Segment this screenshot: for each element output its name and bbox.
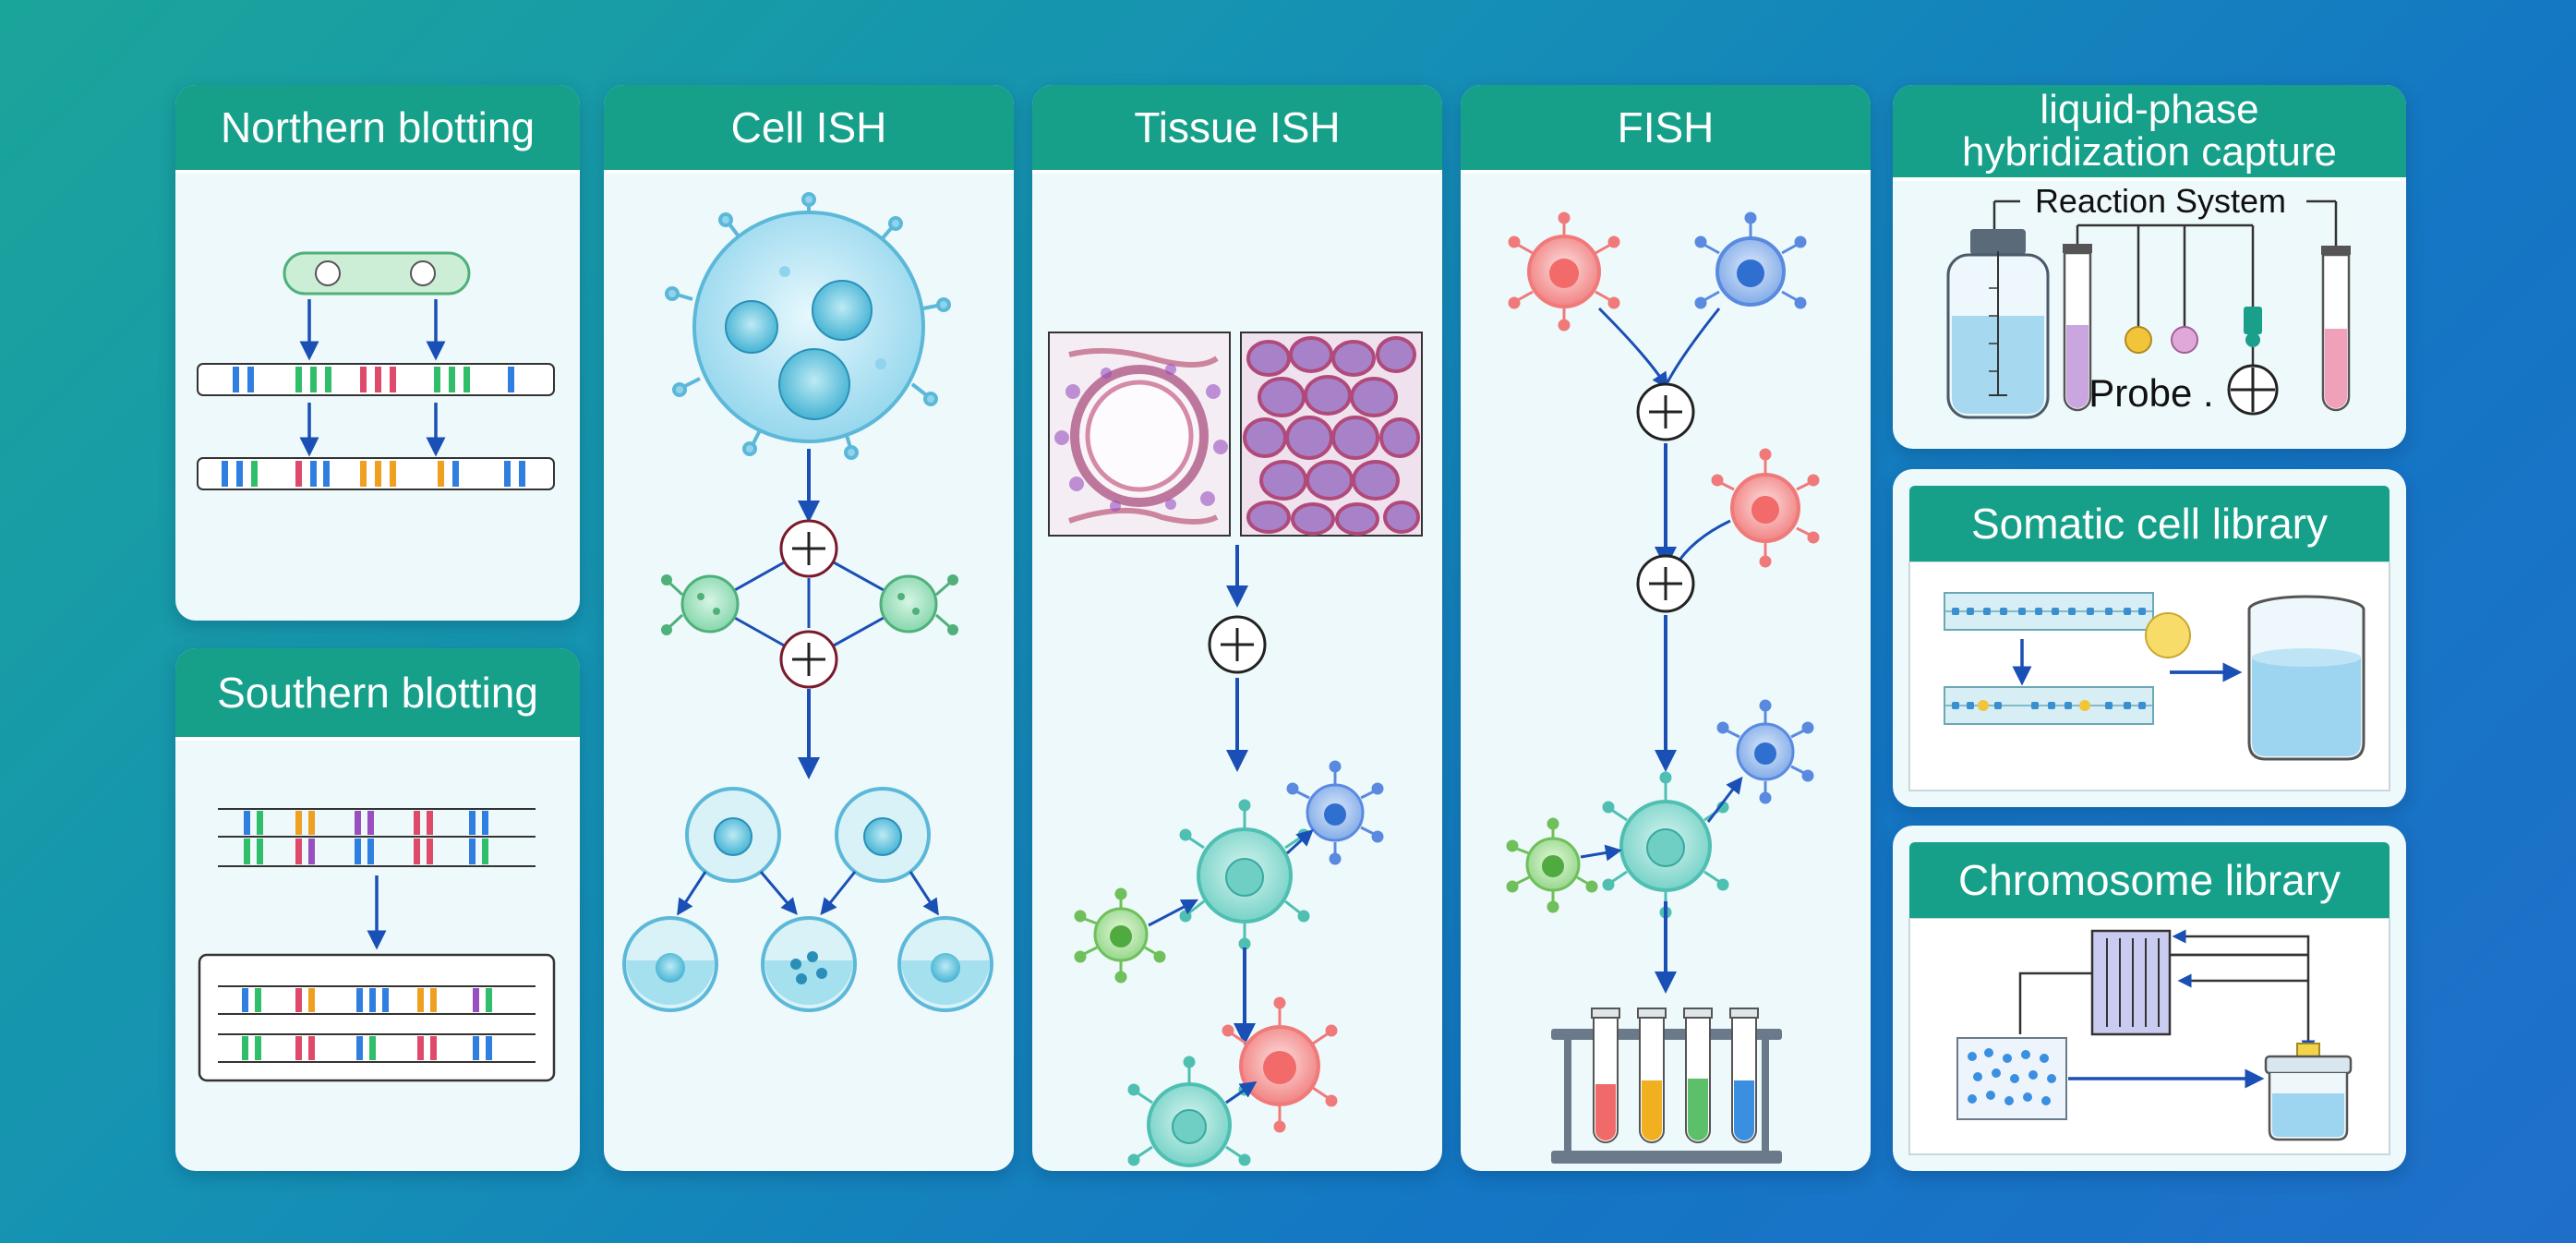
bands-strip-1 — [233, 367, 514, 392]
probe-label: Probe . — [2088, 371, 2213, 415]
chromosome-grid — [2090, 929, 2172, 1036]
flow-arrow — [2018, 971, 2092, 1034]
test-tube — [2321, 246, 2351, 412]
strip-bottom — [1944, 686, 2154, 725]
probe-binding-cluster — [1506, 699, 1814, 919]
tissue-ish-panel: Tissue ISH — [1032, 85, 1442, 1171]
reagent-bottle — [1946, 229, 2050, 419]
liquid-phase-title-line2: hybridization capture — [1961, 129, 2337, 175]
sample-jar — [2264, 1043, 2353, 1141]
tissue-section-image-right — [1240, 332, 1423, 537]
merge-arrow — [1666, 308, 1721, 383]
chromosome-library-diagram — [1908, 918, 2390, 1155]
dot-grid-box — [1956, 1037, 2067, 1120]
southern-blotting-title: Southern blotting — [217, 669, 538, 717]
liquid-phase-header: liquid-phase hybridization capture — [1893, 85, 2406, 181]
red-probe-top — [1508, 211, 1620, 332]
dna-lanes-top — [218, 808, 536, 867]
somatic-cell-library-title: Somatic cell library — [1971, 500, 2328, 548]
cell-division-tree — [622, 787, 993, 1012]
somatic-cell-library-header: Somatic cell library — [1909, 486, 2389, 565]
northern-blotting-panel: Northern blotting — [175, 85, 580, 621]
cell-ish-panel: Cell ISH — [604, 85, 1014, 1171]
test-tube-rack — [1551, 1008, 1782, 1164]
bands-strip-2 — [222, 461, 525, 487]
well-hole-left — [315, 260, 341, 286]
blue-probe-top — [1694, 211, 1807, 309]
southern-blotting-diagram — [198, 808, 556, 1082]
chromosome-library-panel: Chromosome library — [1893, 826, 2406, 1171]
test-tube — [1591, 1008, 1620, 1143]
gel-well — [283, 251, 471, 296]
tissue-ish-header: Tissue ISH — [1032, 85, 1442, 174]
flow-arrow — [2172, 929, 2310, 955]
somatic-cell-library-diagram — [1908, 561, 2390, 791]
red-probe-middle — [1673, 448, 1820, 568]
northern-blotting-title: Northern blotting — [220, 103, 536, 151]
merge-arrow — [1597, 307, 1668, 390]
well-hole-right — [410, 260, 436, 286]
fish-panel: FISH — [1461, 85, 1871, 1171]
fish-title: FISH — [1617, 103, 1715, 151]
tissue-ish-diagram — [1048, 332, 1423, 1167]
tissue-ish-title: Tissue ISH — [1134, 103, 1341, 151]
cell-ish-diagram — [622, 192, 993, 1012]
beaker — [2247, 595, 2365, 761]
cell-ish-title: Cell ISH — [730, 103, 887, 151]
fish-header: FISH — [1461, 85, 1871, 174]
somatic-cell-library-panel: Somatic cell library — [1893, 469, 2406, 807]
chromosome-library-header: Chromosome library — [1909, 842, 2389, 922]
southern-blotting-panel: Southern blotting — [175, 648, 580, 1171]
teal-bottom-cell — [1127, 1056, 1258, 1167]
liquid-phase-panel: liquid-phase hybridization capture React… — [1893, 85, 2406, 449]
southern-blotting-header: Southern blotting — [175, 648, 580, 741]
chromosome-library-title: Chromosome library — [1957, 856, 2341, 904]
liquid-phase-title-line1: liquid-phase — [2040, 87, 2259, 132]
yellow-probe-dot — [2125, 326, 2152, 354]
strip-top — [1944, 592, 2154, 631]
probe-right — [879, 574, 958, 635]
test-tube — [1637, 1008, 1667, 1143]
probe-binding-cluster — [1074, 760, 1384, 984]
test-tube — [2063, 244, 2092, 412]
cell-ish-header: Cell ISH — [604, 85, 1014, 174]
reaction-system-label: Reaction System — [2035, 182, 2286, 220]
red-probe — [1222, 996, 1338, 1133]
liquid-phase-diagram: Reaction System Probe — [1946, 182, 2351, 419]
probe-left — [661, 574, 740, 635]
yellow-probe-dot — [2145, 612, 2191, 658]
large-cell-illustration — [665, 192, 951, 460]
fish-diagram — [1506, 211, 1820, 1164]
pink-probe-dot — [2171, 326, 2198, 354]
test-tube — [1729, 1008, 1759, 1143]
test-tube — [1683, 1008, 1713, 1143]
northern-blotting-diagram — [197, 251, 555, 490]
tissue-section-image-left — [1048, 332, 1231, 537]
capture-node — [2227, 307, 2279, 416]
dna-lanes-bottom — [218, 985, 536, 1063]
combine-diamond — [661, 519, 958, 689]
northern-blotting-header: Northern blotting — [175, 85, 580, 174]
